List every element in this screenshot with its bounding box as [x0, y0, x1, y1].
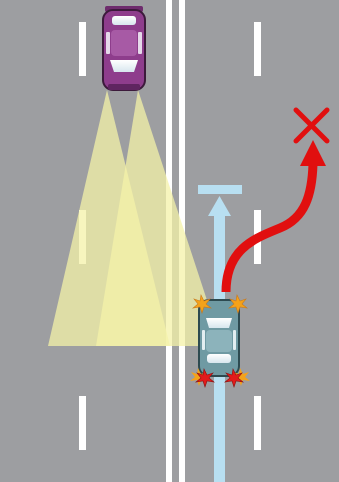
lane-dash — [254, 22, 261, 76]
oncoming-car-front-bumper — [108, 84, 140, 90]
stop-bar — [198, 185, 242, 194]
lane-dash — [254, 396, 261, 450]
lane-dash — [79, 22, 86, 76]
own-car — [199, 300, 239, 376]
own-car-rear-window — [207, 354, 231, 363]
oncoming-car-windshield — [110, 60, 138, 72]
lane-dash — [79, 396, 86, 450]
oncoming-car-side-window-right — [138, 32, 142, 54]
own-car-side-window-right — [233, 330, 236, 350]
oncoming-car-side-window-left — [106, 32, 110, 54]
own-car-roof — [206, 330, 232, 352]
oncoming-car-roof — [111, 30, 137, 56]
oncoming-car — [103, 6, 145, 90]
oncoming-car-rear-window — [112, 16, 136, 25]
own-car-side-window-left — [202, 330, 205, 350]
own-car-windshield — [206, 318, 232, 328]
